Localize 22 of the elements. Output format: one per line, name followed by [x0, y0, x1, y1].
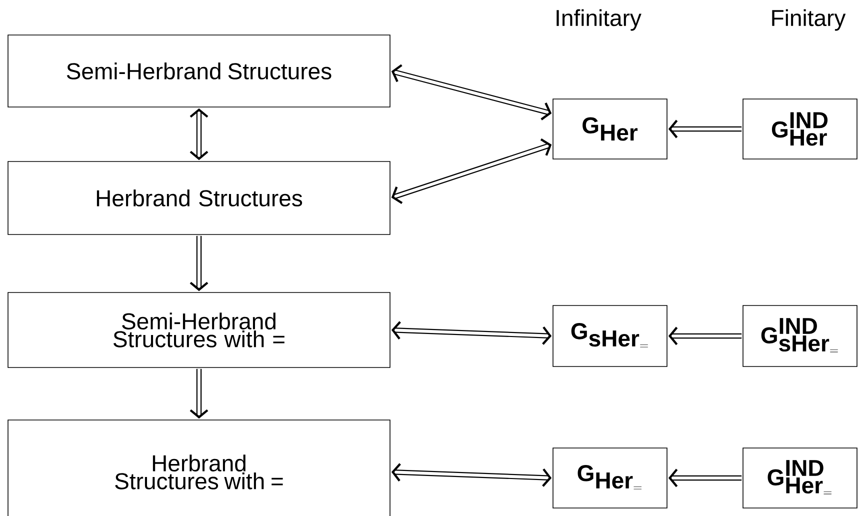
- game-box: $\textbf{G}^{\textbf{IND}}_{\textbf{Her}_{=}}$: [742, 448, 858, 508]
- game-box: $\textbf{G}_{\textbf{Her}}$: [552, 98, 668, 160]
- double-arrow: [190, 108, 208, 160]
- column-heading: Finitary: [772, 9, 846, 31]
- structure-box: Semi-Herbrand Structures with =: [8, 292, 390, 368]
- double-arrow: [391, 64, 552, 120]
- double-arrow: [668, 326, 742, 346]
- double-arrow: [391, 138, 552, 204]
- double-arrow: [391, 463, 552, 487]
- column-heading: Infinitary: [556, 9, 642, 31]
- game-box: $\textbf{G}_{\textbf{Her}_{=}}$: [552, 448, 668, 508]
- structure-box: Semi-Herbrand Structures: [8, 34, 390, 108]
- double-arrow: [391, 321, 552, 345]
- game-box: $\textbf{G}^{\textbf{IND}}_{\textbf{sHer}_{=}}$: [742, 305, 858, 367]
- structure-box: Herbrand Structures with =: [8, 420, 390, 516]
- structure-box: Herbrand Structures: [8, 161, 390, 235]
- double-arrow: [190, 236, 208, 292]
- double-arrow: [190, 368, 208, 419]
- double-arrow: [668, 468, 742, 488]
- game-box: $\textbf{G}_{\textbf{sHer}_{=}}$: [552, 305, 668, 367]
- double-arrow: [668, 120, 742, 138]
- game-box: $\textbf{G}^{\textbf{IND}}_{\textbf{Her}}$: [742, 98, 858, 160]
